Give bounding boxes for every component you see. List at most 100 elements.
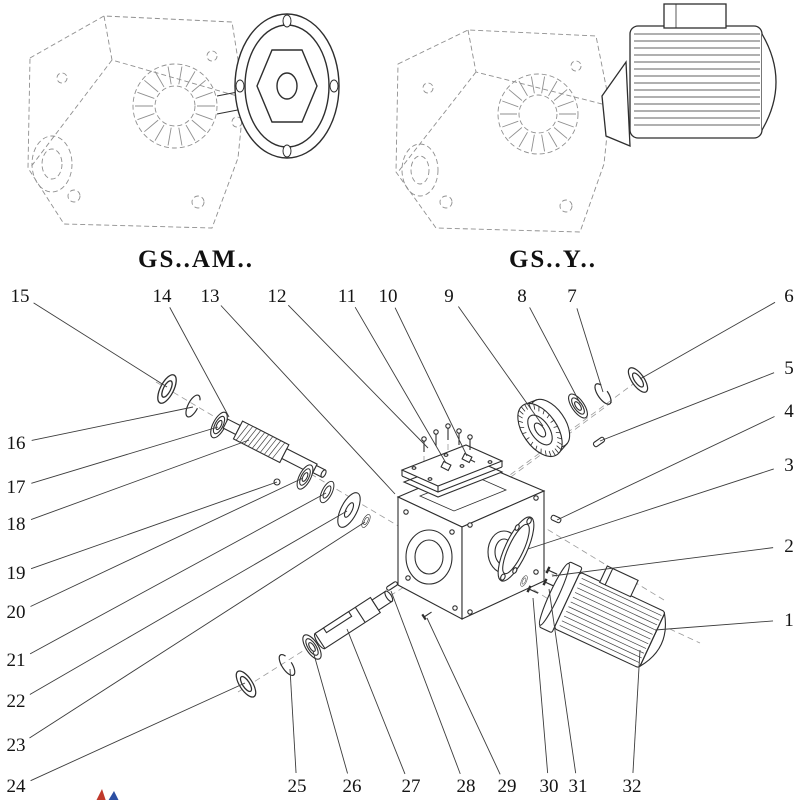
fin-line xyxy=(572,596,653,635)
callout-label-2: 2 xyxy=(784,536,794,557)
fin-line xyxy=(581,578,662,616)
callout-label-21: 21 xyxy=(7,650,26,671)
gear-teeth-hatch xyxy=(517,403,563,457)
brand-watermark xyxy=(96,788,130,800)
callout-label-9: 9 xyxy=(444,286,454,307)
model-label-gsy: GS..Y.. xyxy=(508,246,598,273)
gear-tooth-line xyxy=(518,420,524,423)
hatch-line xyxy=(191,79,206,93)
callout-leader-18 xyxy=(30,439,250,521)
gear-tooth-line xyxy=(556,437,562,440)
hatch-line xyxy=(195,113,213,121)
worm-thread-hatch xyxy=(235,424,286,459)
part-cover-plate xyxy=(400,444,504,498)
callout-label-26: 26 xyxy=(343,776,362,797)
gear-tooth-line xyxy=(519,426,525,428)
fin-line xyxy=(570,601,651,640)
callout-label-27: 27 xyxy=(402,776,421,797)
fin-line xyxy=(559,625,640,663)
callout-leader-29 xyxy=(426,617,501,775)
callout-leader-28 xyxy=(390,590,461,775)
side-bore xyxy=(401,143,439,197)
input-bore-circle xyxy=(132,63,218,149)
callout-label-3: 3 xyxy=(784,455,794,476)
callout-label-1: 1 xyxy=(784,610,794,631)
motor-adapter-bell xyxy=(601,60,631,147)
callout-leader-14 xyxy=(169,307,230,418)
callout-label-6: 6 xyxy=(784,286,794,307)
callout-label-29: 29 xyxy=(498,776,517,797)
hatch-line xyxy=(195,91,213,99)
bolt-hole xyxy=(439,195,453,209)
callout-leader-1 xyxy=(654,620,774,631)
callout-label-16: 16 xyxy=(7,433,26,454)
part-helical-gear xyxy=(517,398,571,457)
fin-line xyxy=(577,587,658,626)
gear-tooth-line xyxy=(544,450,547,456)
part-key xyxy=(550,514,562,524)
fin-line xyxy=(568,606,649,645)
callout-leader-5 xyxy=(599,372,775,442)
output-bore-inner xyxy=(414,539,444,575)
hatch-line xyxy=(502,120,519,128)
callout-leader-10 xyxy=(394,307,468,457)
callout-label-14: 14 xyxy=(153,286,173,307)
exploded-parts xyxy=(153,364,666,701)
fin-line xyxy=(563,615,644,654)
gear-tooth-line xyxy=(535,445,538,451)
callout-label-32: 32 xyxy=(623,776,642,797)
gearbox-housing-edge xyxy=(397,71,477,173)
bore-hatch xyxy=(500,76,576,152)
watermark-blue-triangle xyxy=(108,791,119,800)
hatch-line xyxy=(144,79,159,93)
part-shim-disc xyxy=(337,492,361,528)
fin-line xyxy=(561,620,642,659)
gsy-motor xyxy=(601,3,777,147)
side-bore-inner xyxy=(41,148,63,180)
part-retaining-ring xyxy=(275,651,299,679)
part-retaining-ring xyxy=(591,380,615,408)
motor-fan-cover xyxy=(761,33,777,131)
callout-leader-9 xyxy=(458,306,544,427)
callout-label-8: 8 xyxy=(517,286,527,307)
gear-tooth-line xyxy=(517,414,523,419)
gear-tooth-line xyxy=(556,445,562,450)
gear-tooth-line xyxy=(550,419,555,423)
motor-bolt-axis xyxy=(521,513,665,601)
callout-leader-13 xyxy=(220,305,396,495)
hatch-line xyxy=(553,89,568,101)
part-key xyxy=(386,581,398,591)
hatch-line xyxy=(178,66,183,85)
motor-body xyxy=(629,25,763,139)
input-bore-circle-inner xyxy=(154,85,196,127)
bolt-hole xyxy=(559,199,573,213)
flange-bolt-hole xyxy=(235,79,245,93)
flange-bolt-hole xyxy=(282,14,292,28)
input-bore-circle xyxy=(497,73,579,155)
gear-tooth-line xyxy=(540,448,542,454)
gear-tooth-line xyxy=(553,426,558,428)
callout-leader-11 xyxy=(354,306,447,464)
gsam-output-flange xyxy=(216,13,340,159)
callout-label-25: 25 xyxy=(288,776,307,797)
gear-tooth-line xyxy=(555,432,561,434)
callout-leader-6 xyxy=(639,301,776,380)
hatch-line xyxy=(178,127,183,146)
part-output-shaft xyxy=(313,590,394,650)
hatch-line xyxy=(144,119,159,133)
part-breather-plug xyxy=(461,452,476,464)
callout-leader-15 xyxy=(33,302,168,388)
flange-bolt-hole xyxy=(329,79,339,93)
motor-cooling-fins xyxy=(559,578,662,663)
part-screw xyxy=(526,584,541,598)
gear-tooth-line xyxy=(546,414,550,419)
callout-label-15: 15 xyxy=(11,286,30,307)
hatch-line xyxy=(518,131,528,148)
part-seal-ring xyxy=(153,371,181,407)
callout-label-23: 23 xyxy=(7,735,26,756)
callout-leader-19 xyxy=(30,481,278,570)
callout-leader-7 xyxy=(576,308,604,393)
callout-leader-16 xyxy=(31,406,194,441)
